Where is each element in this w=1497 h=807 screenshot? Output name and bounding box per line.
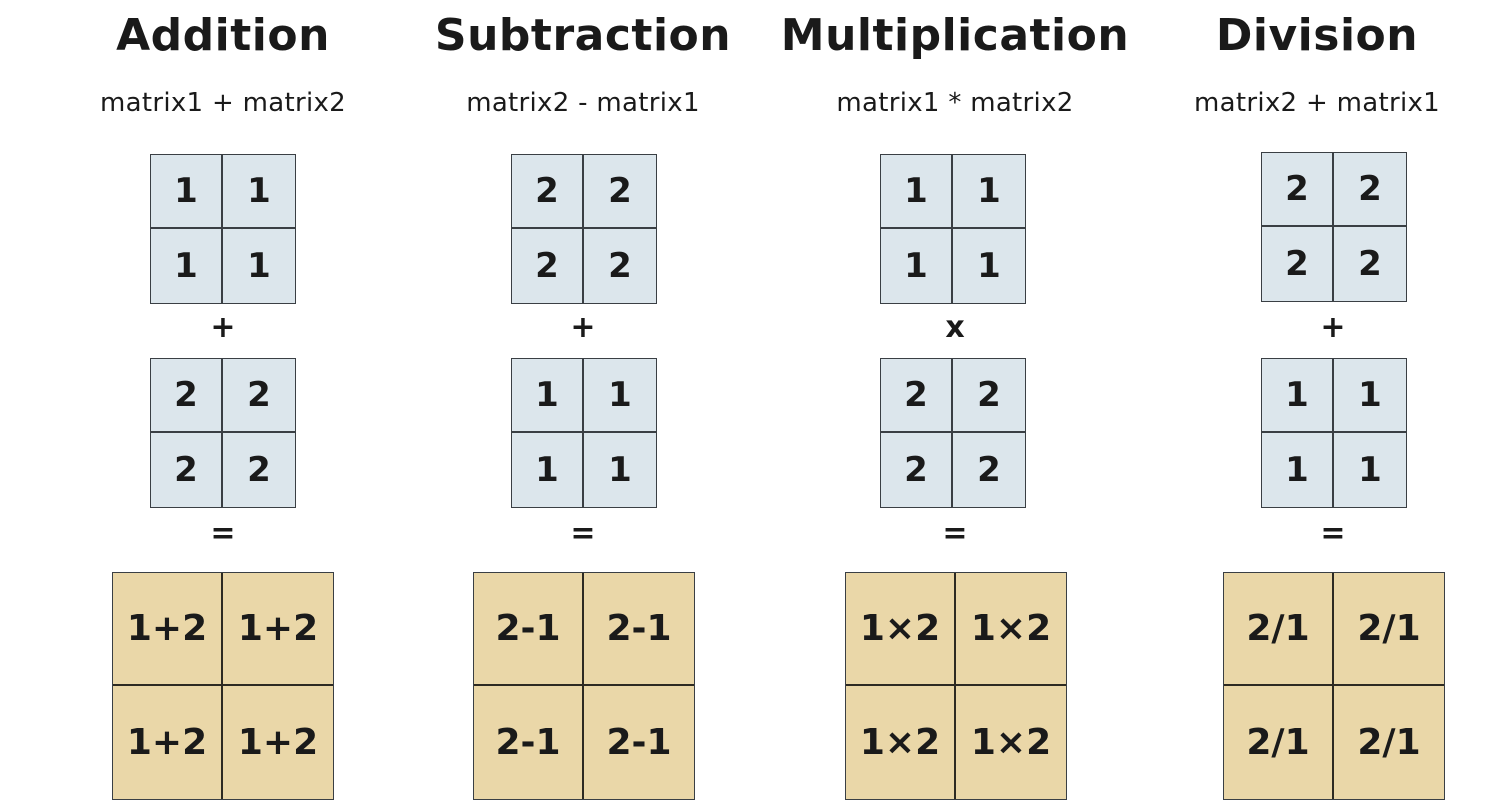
result-matrix: 2-1 2-1 2-1 2-1 (473, 572, 695, 800)
matrix-cell: 2 (584, 155, 656, 229)
section-formula: matrix2 - matrix1 (466, 88, 700, 118)
result-matrix: 1+2 1+2 1+2 1+2 (112, 572, 334, 800)
matrix-b: 2 2 2 2 (880, 358, 1026, 508)
result-cell: 1+2 (223, 573, 333, 686)
matrix-cell: 1 (151, 229, 223, 303)
operator-symbol: + (210, 310, 236, 345)
result-cell: 2/1 (1224, 686, 1334, 799)
result-cell: 2/1 (1334, 573, 1444, 686)
equals-symbol: = (570, 516, 596, 551)
matrix-cell: 2 (247, 450, 271, 490)
subtraction-section: Subtraction matrix2 - matrix1 2 2 2 2 + … (403, 0, 763, 807)
addition-section: Addition matrix1 + matrix2 1 1 1 1 + 2 2… (43, 0, 403, 807)
division-section: Division matrix2 + matrix1 2 2 2 2 + 1 1… (1137, 0, 1497, 807)
matrix-cell: 1 (1262, 433, 1334, 507)
matrix-cell: 2 (512, 229, 584, 303)
matrix-a: 1 1 1 1 (150, 154, 296, 304)
result-cell: 2/1 (1224, 573, 1334, 686)
matrix-cell: 2 (881, 359, 953, 433)
matrix-cell: 2 (881, 433, 953, 507)
result-cell: 1×2 (846, 573, 956, 686)
result-cell: 2-1 (606, 722, 672, 763)
matrix-cell: 1 (1358, 450, 1382, 490)
matrix-cell: 2 (953, 359, 1025, 433)
matrix-cell: 1 (608, 450, 632, 490)
result-cell: 1×2 (956, 573, 1066, 686)
multiplication-section: Multiplication matrix1 * matrix2 1 1 1 1… (775, 0, 1135, 807)
matrix-cell: 1 (1262, 359, 1334, 433)
matrix-cell: 1 (881, 155, 953, 229)
matrix-cell: 2 (1262, 153, 1334, 227)
matrix-cell: 1 (881, 229, 953, 303)
result-cell: 1×2 (846, 686, 956, 799)
matrix-b: 2 2 2 2 (150, 358, 296, 508)
matrix-cell: 2 (977, 450, 1001, 490)
matrix-a: 1 1 1 1 (880, 154, 1026, 304)
matrix-cell: 1 (151, 155, 223, 229)
operator-symbol: + (1320, 310, 1346, 345)
result-cell: 1+2 (237, 722, 319, 763)
matrix-cell: 1 (1334, 359, 1406, 433)
equals-symbol: = (1320, 516, 1346, 551)
matrix-cell: 1 (512, 359, 584, 433)
result-cell: 2-1 (474, 686, 584, 799)
equals-symbol: = (210, 516, 236, 551)
matrix-cell: 2 (1334, 153, 1406, 227)
matrix-cell: 2 (1262, 227, 1334, 301)
result-matrix: 1×2 1×2 1×2 1×2 (845, 572, 1067, 800)
matrix-a: 2 2 2 2 (511, 154, 657, 304)
result-cell: 1+2 (113, 573, 223, 686)
result-cell: 2/1 (1357, 722, 1421, 763)
matrix-cell: 2 (223, 359, 295, 433)
matrix-cell: 2 (151, 433, 223, 507)
matrix-b: 1 1 1 1 (511, 358, 657, 508)
section-formula: matrix1 + matrix2 (99, 88, 346, 118)
matrix-cell: 2 (512, 155, 584, 229)
section-title: Subtraction (434, 10, 732, 61)
operator-symbol: x (945, 310, 965, 345)
result-cell: 2-1 (584, 573, 694, 686)
matrix-cell: 1 (223, 155, 295, 229)
matrix-cell: 1 (247, 246, 271, 286)
matrix-cell: 2 (151, 359, 223, 433)
section-formula: matrix1 * matrix2 (836, 88, 1074, 118)
matrix-cell: 1 (512, 433, 584, 507)
matrix-cell: 2 (1358, 244, 1382, 284)
result-cell: 1+2 (113, 686, 223, 799)
section-title: Multiplication (780, 10, 1130, 61)
result-cell: 2-1 (474, 573, 584, 686)
result-cell: 1×2 (970, 722, 1052, 763)
matrix-cell: 1 (584, 359, 656, 433)
equals-symbol: = (942, 516, 968, 551)
matrix-cell: 2 (608, 246, 632, 286)
operator-symbol: + (570, 310, 596, 345)
section-formula: matrix2 + matrix1 (1193, 88, 1440, 118)
matrix-b: 1 1 1 1 (1261, 358, 1407, 508)
result-matrix: 2/1 2/1 2/1 2/1 (1223, 572, 1445, 800)
matrix-a: 2 2 2 2 (1261, 152, 1407, 302)
matrix-cell: 1 (953, 155, 1025, 229)
section-title: Addition (116, 10, 330, 61)
section-title: Division (1215, 10, 1419, 61)
matrix-cell: 1 (977, 246, 1001, 286)
